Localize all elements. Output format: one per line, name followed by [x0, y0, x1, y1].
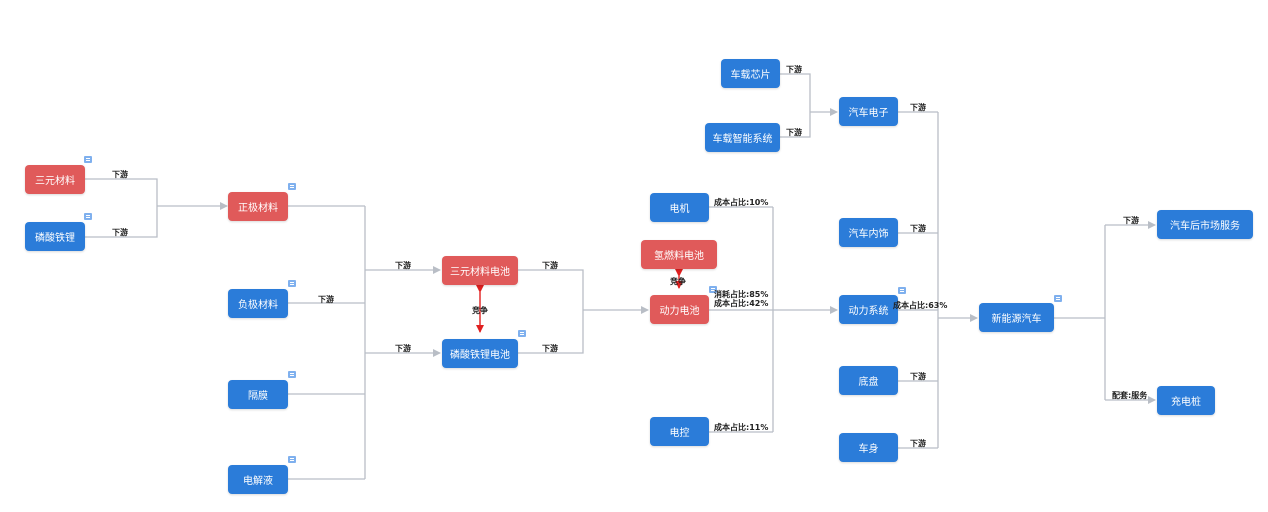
- node-body[interactable]: 车身: [839, 433, 898, 462]
- node-hydrogen-fuel-cell[interactable]: 氢燃料电池: [641, 240, 717, 269]
- edge-label-powertrain-cost: 成本占比:63%: [893, 301, 948, 310]
- note-icon[interactable]: [288, 371, 296, 378]
- edge-label-anode: 下游: [318, 295, 334, 304]
- edge-ternary-material: [85, 178, 158, 206]
- node-label: 三元材料电池: [450, 267, 510, 278]
- node-label: 汽车后市场服务: [1170, 221, 1240, 232]
- edge-label-aftermarket: 下游: [1123, 216, 1139, 225]
- node-powertrain[interactable]: 动力系统: [839, 295, 898, 324]
- edge-label-lfp: 下游: [112, 228, 128, 237]
- edge-label-interior: 下游: [910, 224, 926, 233]
- node-label: 隔膜: [248, 391, 268, 402]
- edge-label-chip: 下游: [786, 65, 802, 74]
- edge-label-auto-electronics: 下游: [910, 103, 926, 112]
- node-label: 电控: [669, 428, 690, 439]
- note-icon[interactable]: [898, 287, 906, 294]
- edge-chip: [780, 73, 811, 112]
- edge-label-battery-consumption: 消耗占比:85%: [714, 290, 769, 299]
- node-chassis[interactable]: 底盘: [839, 366, 898, 395]
- edge-label-body: 下游: [910, 439, 926, 448]
- node-aftermarket[interactable]: 汽车后市场服务: [1157, 210, 1253, 239]
- edge-label-to-lfp-battery: 下游: [395, 344, 411, 353]
- edge-lfp-battery: [518, 310, 584, 354]
- node-label: 汽车电子: [848, 108, 889, 119]
- node-auto-electronics[interactable]: 汽车电子: [839, 97, 898, 126]
- node-auto-chip[interactable]: 车载芯片: [721, 59, 780, 88]
- node-ternary-battery[interactable]: 三元材料电池: [442, 256, 518, 285]
- node-electronic-control[interactable]: 电控: [650, 417, 709, 446]
- node-label: 三元材料: [35, 176, 75, 187]
- node-label: 新能源汽车: [991, 314, 1042, 325]
- edge-label-to-ternary-battery: 下游: [395, 261, 411, 270]
- node-anode[interactable]: 负极材料: [228, 289, 288, 318]
- note-icon[interactable]: [84, 213, 92, 220]
- edge-label-lfp-battery: 下游: [542, 344, 558, 353]
- note-icon[interactable]: [1054, 295, 1062, 302]
- node-label: 车载智能系统: [712, 134, 773, 145]
- edge-label-ternary-material: 下游: [112, 170, 128, 179]
- note-icon[interactable]: [84, 156, 92, 163]
- node-motor[interactable]: 电机: [650, 193, 709, 222]
- node-label: 磷酸铁锂: [35, 233, 75, 244]
- note-icon[interactable]: [288, 183, 296, 190]
- note-icon[interactable]: [518, 330, 526, 337]
- edge-label-motor-cost: 成本占比:10%: [714, 198, 769, 207]
- node-label: 电解液: [243, 476, 273, 487]
- edge-label-battery-competition: 竞争: [472, 306, 488, 315]
- node-power-battery[interactable]: 动力电池: [650, 295, 709, 324]
- edge-label-smart-system: 下游: [786, 128, 802, 137]
- node-label: 充电桩: [1171, 397, 1201, 408]
- edge-ternary-battery: [518, 269, 584, 310]
- node-interior[interactable]: 汽车内饰: [839, 218, 898, 247]
- edge-label-control-cost: 成本占比:11%: [714, 423, 769, 432]
- node-label: 车载芯片: [730, 70, 771, 81]
- edge-label-chassis: 下游: [910, 372, 926, 381]
- node-label: 底盘: [858, 377, 879, 388]
- edge-label-fuelcell-competition: 竞争: [670, 277, 686, 286]
- node-electrolyte[interactable]: 电解液: [228, 465, 288, 494]
- node-label: 负极材料: [238, 300, 278, 311]
- note-icon[interactable]: [288, 456, 296, 463]
- node-label: 汽车内饰: [848, 229, 889, 240]
- node-label: 正极材料: [238, 203, 278, 214]
- note-icon[interactable]: [709, 286, 717, 293]
- edge-label-ternary-battery: 下游: [542, 261, 558, 270]
- node-cathode[interactable]: 正极材料: [228, 192, 288, 221]
- node-label: 氢燃料电池: [654, 251, 704, 262]
- node-label: 动力系统: [848, 306, 889, 317]
- note-icon[interactable]: [288, 280, 296, 287]
- edge-smart: [780, 112, 811, 138]
- node-label: 电机: [669, 204, 690, 215]
- edge-lfp: [85, 206, 158, 238]
- node-ternary-material[interactable]: 三元材料: [25, 165, 85, 194]
- node-label: 车身: [858, 444, 879, 455]
- node-label: 磷酸铁锂电池: [450, 350, 510, 361]
- node-lfp-battery[interactable]: 磷酸铁锂电池: [442, 339, 518, 368]
- edge-label-battery-cost: 成本占比:42%: [714, 299, 769, 308]
- node-nev[interactable]: 新能源汽车: [979, 303, 1054, 332]
- node-charging-pile[interactable]: 充电桩: [1157, 386, 1215, 415]
- node-label: 动力电池: [659, 306, 700, 317]
- node-lfp[interactable]: 磷酸铁锂: [25, 222, 85, 251]
- node-separator[interactable]: 隔膜: [228, 380, 288, 409]
- node-smart-system[interactable]: 车载智能系统: [705, 123, 780, 152]
- edge-label-charging-pile: 配套:服务: [1112, 391, 1148, 400]
